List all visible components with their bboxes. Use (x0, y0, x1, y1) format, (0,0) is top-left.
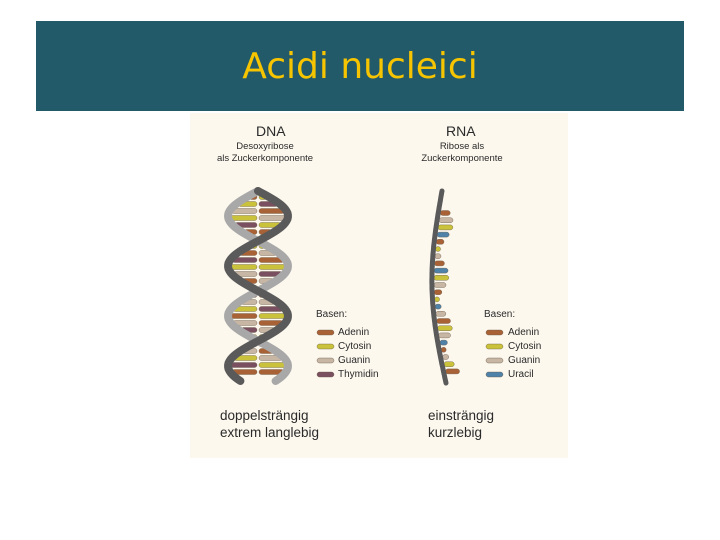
rna-base (434, 260, 445, 267)
dna-subtitle-line2: als Zuckerkomponente (216, 153, 314, 164)
rna-legend-swatch (485, 343, 504, 350)
rna-base (439, 339, 448, 346)
rna-base (442, 354, 449, 360)
dna-base-pair (229, 264, 258, 270)
dna-bases-title: Basen: (316, 309, 348, 320)
dna-legend-swatch (316, 329, 335, 336)
dna-base-pair (230, 215, 258, 221)
rna-legend-label: Uracil (508, 369, 534, 380)
rna-caption-line1: einsträngig (428, 408, 495, 423)
rna-base (438, 332, 451, 339)
rna-caption: einsträngig kurzlebig (428, 407, 494, 441)
dna-base-pair (229, 313, 258, 319)
rna-base (433, 289, 443, 295)
rna-legend-label: Guanin (508, 355, 541, 366)
dna-caption: doppelsträngig extrem langlebig (220, 407, 319, 441)
rna-legend-label: Adenin (508, 327, 540, 338)
dna-legend-label: Adenin (338, 327, 370, 338)
rna-backbone (429, 188, 449, 386)
rna-base (433, 267, 449, 274)
dna-legend-swatch (316, 343, 335, 350)
dna-backbone-light (224, 187, 292, 385)
rna-base (440, 210, 451, 216)
helix-illustration (224, 187, 504, 386)
rna-legend-label: Cytosin (508, 341, 542, 352)
dna-backbone-dark (224, 187, 292, 385)
rna-subtitle: Ribose als Zuckerkomponente (402, 141, 522, 165)
rna-base (437, 325, 453, 331)
rna-legend-swatch (485, 329, 504, 336)
rna-base (436, 318, 451, 324)
rna-base (434, 253, 442, 259)
dna-subtitle-line1: Desoxyribose (236, 141, 294, 152)
dna-base-pair (229, 362, 258, 368)
rna-base (435, 239, 445, 245)
dna-base-pair (258, 264, 287, 270)
rna-base (434, 303, 442, 310)
rna-bases-title: Basen: (484, 309, 516, 320)
rna-caption-line2: kurzlebig (428, 425, 483, 440)
rna-base (436, 231, 450, 238)
rna-subtitle-line1: Ribose als (439, 141, 485, 152)
nucleic-acid-figure: DNA Desoxyribose als Zuckerkomponente RN… (190, 113, 568, 458)
rna-legend-swatch (485, 357, 504, 364)
dna-legend-label: Guanin (338, 355, 371, 366)
rna-base (443, 361, 455, 367)
dna-legend-swatch (316, 371, 335, 378)
dna-heading: DNA (256, 123, 286, 139)
dna-legend-swatch (316, 357, 335, 364)
rna-subtitle-line2: Zuckerkomponente (421, 153, 503, 164)
rna-heading: RNA (446, 123, 476, 139)
rna-base (433, 282, 447, 288)
rna-base (435, 311, 447, 317)
rna-base (437, 224, 454, 231)
rna-base (433, 275, 449, 281)
title-bar: Acidi nucleici (36, 21, 684, 111)
slide-title: Acidi nucleici (242, 46, 478, 87)
rna-base (434, 296, 440, 303)
dna-base-pair (258, 215, 286, 221)
rna-base (438, 217, 454, 223)
dna-caption-line2: extrem langlebig (220, 425, 320, 440)
dna-caption-line1: doppelsträngig (220, 408, 309, 423)
dna-legend-label: Cytosin (338, 341, 372, 352)
dna-legend-label: Thymidin (338, 369, 379, 380)
dna-base-pair (258, 362, 287, 368)
rna-base (445, 368, 460, 375)
dna-subtitle: Desoxyribose als Zuckerkomponente (200, 141, 330, 165)
dna-base-pair (258, 313, 287, 319)
rna-legend-swatch (485, 371, 504, 378)
rna-base (435, 246, 441, 252)
